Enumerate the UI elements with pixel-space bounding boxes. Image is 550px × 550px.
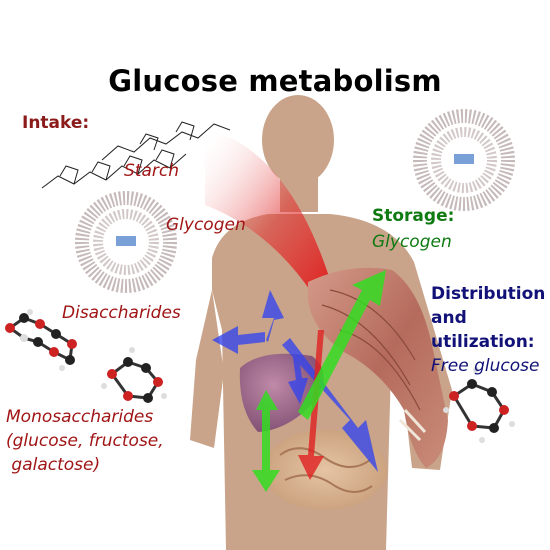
glycogen-storage-icon [413, 109, 515, 211]
glycogen-label: Glycogen [166, 215, 246, 235]
monosaccharides-line: Monosaccharides [6, 407, 154, 427]
intake-heading: Intake: [22, 113, 90, 133]
starch-molecule-icon [41, 121, 231, 189]
disaccharides-label: Disaccharides [62, 303, 181, 323]
page-title: Glucose metabolism [108, 64, 442, 98]
storage-heading: Storage: [372, 206, 455, 226]
glycogen-molecule-icon [75, 191, 177, 293]
intake-funnel [205, 128, 332, 296]
monosaccharides-line: (glucose, fructose, [6, 431, 164, 451]
free-glucose-molecule-icon [443, 367, 515, 443]
distribution-heading-line: Distribution [431, 284, 546, 304]
free-glucose-label: Free glucose [431, 356, 540, 376]
storage-arrows [252, 270, 386, 492]
starch-label: Starch [124, 161, 179, 181]
storage-glycogen-label: Glycogen [372, 232, 452, 252]
distribution-heading-line: utilization: [431, 332, 535, 352]
distribution-heading: Distribution and utilization: [431, 282, 545, 354]
red-arrow [298, 330, 324, 480]
distribution-heading-line: and [431, 308, 467, 328]
disaccharide-molecule-icon [5, 309, 77, 371]
distribution-arrows [212, 290, 378, 472]
monosaccharides-label: Monosaccharides (glucose, fructose, gala… [6, 405, 164, 477]
monosaccharide-molecule-icon [101, 347, 167, 403]
muscle-illustration [308, 267, 448, 468]
monosaccharides-line: galactose) [6, 455, 101, 475]
